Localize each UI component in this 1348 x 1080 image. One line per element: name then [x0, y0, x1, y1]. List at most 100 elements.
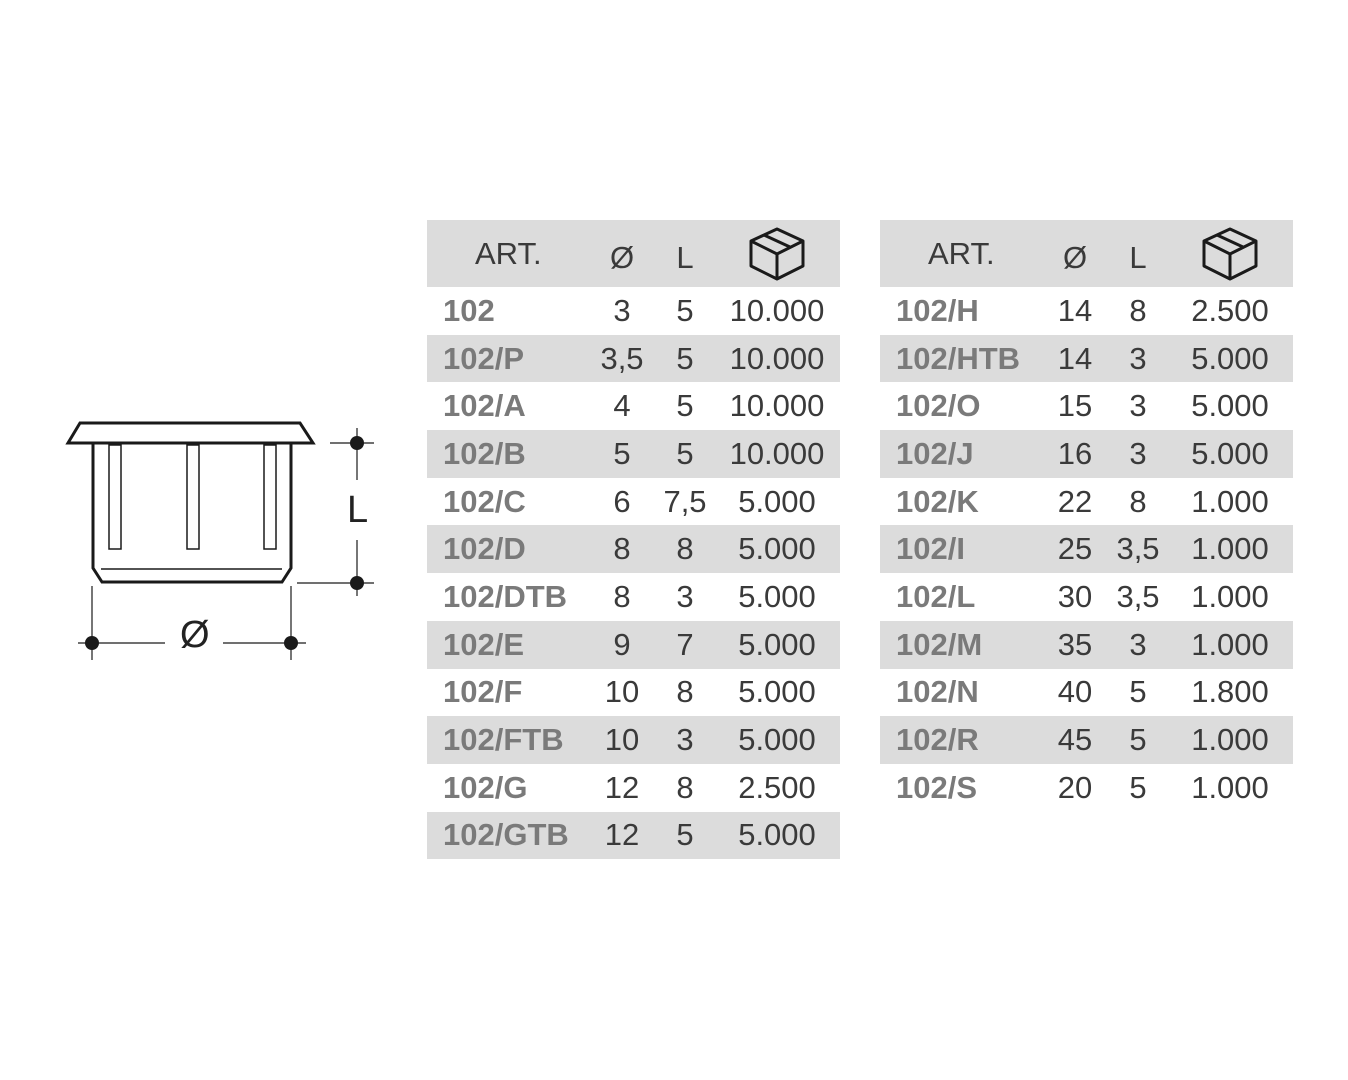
table-row: 102/N 40 5 1.800 — [880, 669, 1293, 717]
art-code: 102/M — [896, 626, 983, 662]
art-code: 102/N — [896, 674, 979, 710]
table-header: ART. Ø L — [880, 220, 1293, 287]
art-code: 102/K — [896, 483, 979, 519]
package-qty: 5.000 — [1191, 388, 1269, 424]
length-value: 5 — [676, 340, 694, 376]
length-value: 7,5 — [663, 483, 707, 519]
rib — [186, 444, 200, 550]
package-qty: 1.000 — [1191, 769, 1269, 805]
art-code: 102/C — [443, 483, 526, 519]
header-art: ART. — [475, 235, 542, 271]
header-art: ART. — [928, 235, 995, 271]
art-code: 102 — [443, 292, 495, 328]
diameter-value: 10 — [604, 674, 640, 710]
diameter-value: 9 — [613, 626, 631, 662]
diameter-value: 8 — [613, 578, 631, 614]
header-diameter: Ø — [609, 239, 635, 275]
rib — [263, 444, 277, 550]
package-qty: 10.000 — [729, 340, 825, 376]
spec-table-2: ART. Ø L 102/H 14 8 2.500 102/HTB 14 3 5… — [880, 220, 1293, 812]
diameter-value: 14 — [1057, 292, 1093, 328]
table-row: 102/M 35 3 1.000 — [880, 620, 1293, 669]
art-code: 102/F — [443, 674, 523, 710]
length-value: 3 — [1129, 626, 1147, 662]
plug-head — [65, 421, 316, 445]
length-value: 8 — [1129, 483, 1147, 519]
package-qty: 1.800 — [1191, 674, 1269, 710]
length-value: 5 — [676, 388, 694, 424]
package-qty: 5.000 — [738, 578, 816, 614]
package-qty: 1.000 — [1191, 578, 1269, 614]
length-value: 3 — [676, 722, 694, 758]
diameter-value: 3,5 — [600, 340, 644, 376]
length-value: 5 — [676, 292, 694, 328]
diameter-value: 35 — [1057, 626, 1093, 662]
diameter-label: Ø — [180, 614, 210, 656]
art-code: 102/O — [896, 388, 981, 424]
package-qty: 5.000 — [738, 817, 816, 853]
package-qty: 5.000 — [738, 626, 816, 662]
table-row: 102 3 5 10.000 — [427, 287, 840, 335]
diameter-value: 4 — [613, 388, 631, 424]
diameter-value: 14 — [1057, 340, 1093, 376]
table-row: 102/E 9 7 5.000 — [427, 620, 840, 669]
table-row: 102/S 20 5 1.000 — [880, 764, 1293, 812]
table-row: 102/K 22 8 1.000 — [880, 478, 1293, 526]
diameter-value: 8 — [613, 531, 631, 567]
diameter-value: 45 — [1057, 722, 1093, 758]
diameter-value: 12 — [604, 769, 640, 805]
plug-technical-drawing: L Ø — [65, 421, 374, 660]
header-length: L — [1129, 239, 1147, 275]
table-row: 102/J 16 3 5.000 — [880, 430, 1293, 478]
table-row: 102/GTB 12 5 5.000 — [427, 811, 840, 860]
box-icon — [1170, 220, 1290, 287]
table-row: 102/F 10 8 5.000 — [427, 669, 840, 717]
diameter-value: 12 — [604, 817, 640, 853]
diameter-value: 22 — [1057, 483, 1093, 519]
length-value: 3 — [1129, 388, 1147, 424]
art-code: 102/GTB — [443, 817, 569, 853]
length-value: 7 — [676, 626, 694, 662]
header-diameter: Ø — [1062, 239, 1088, 275]
length-value: 3,5 — [1116, 531, 1160, 567]
package-qty: 1.000 — [1191, 531, 1269, 567]
length-value: 8 — [676, 531, 694, 567]
table-row: 102/H 14 8 2.500 — [880, 287, 1293, 335]
table-header: ART. Ø L — [427, 220, 840, 287]
length-value: 3 — [1129, 435, 1147, 471]
art-code: 102/A — [443, 388, 526, 424]
length-value: 8 — [676, 674, 694, 710]
diameter-value: 25 — [1057, 531, 1093, 567]
package-qty: 5.000 — [738, 722, 816, 758]
length-value: 8 — [676, 769, 694, 805]
art-code: 102/I — [896, 531, 965, 567]
table-row: 102/O 15 3 5.000 — [880, 382, 1293, 430]
package-qty: 5.000 — [738, 674, 816, 710]
length-value: 5 — [1129, 722, 1147, 758]
diameter-value: 3 — [613, 292, 631, 328]
diameter-value: 16 — [1057, 435, 1093, 471]
package-qty: 10.000 — [729, 388, 825, 424]
length-value: 5 — [1129, 674, 1147, 710]
table-row: 102/P 3,5 5 10.000 — [427, 334, 840, 383]
table-row: 102/D 8 8 5.000 — [427, 525, 840, 574]
length-value: 5 — [676, 435, 694, 471]
art-code: 102/B — [443, 435, 526, 471]
art-code: 102/FTB — [443, 722, 564, 758]
package-qty: 5.000 — [738, 531, 816, 567]
table-row: 102/L 30 3,5 1.000 — [880, 573, 1293, 621]
box-icon — [717, 220, 837, 287]
art-code: 102/G — [443, 769, 528, 805]
table-row: 102/A 4 5 10.000 — [427, 382, 840, 430]
package-qty: 5.000 — [1191, 340, 1269, 376]
table-row: 102/B 5 5 10.000 — [427, 430, 840, 478]
header-length: L — [676, 239, 694, 275]
art-code: 102/E — [443, 626, 525, 662]
art-code: 102/S — [896, 769, 978, 805]
table-row: 102/G 12 8 2.500 — [427, 764, 840, 812]
art-code: 102/D — [443, 531, 526, 567]
length-value: 8 — [1129, 292, 1147, 328]
package-qty: 1.000 — [1191, 483, 1269, 519]
art-code: 102/H — [896, 292, 979, 328]
rib — [108, 444, 122, 550]
